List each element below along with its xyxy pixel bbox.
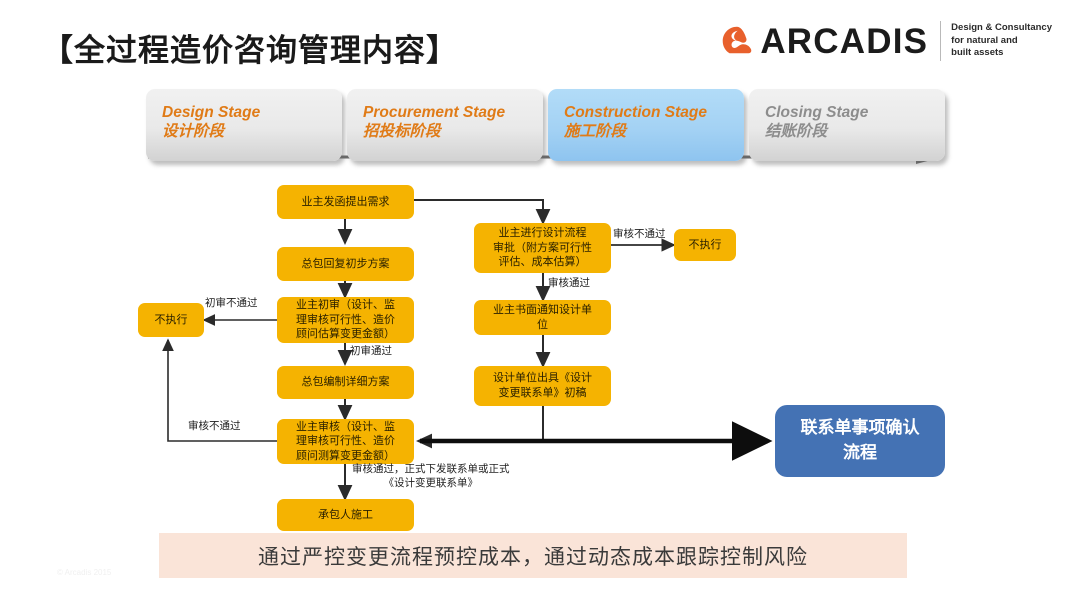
- flow-node-no-exec-right-label: 不执行: [688, 238, 722, 251]
- stage-tab-construction-en: Construction Stage: [564, 104, 707, 121]
- edge-label-first-review-fail: 初审不通过: [205, 297, 258, 309]
- flow-node-gc-initial-plan-label: 总包回复初步方案: [301, 257, 390, 270]
- stage-tab-closing-en: Closing Stage: [765, 104, 869, 121]
- stage-tab-procurement[interactable]: Procurement Stage 招投标阶段: [347, 89, 543, 161]
- tagline-line-3: built assets: [951, 47, 1004, 59]
- flow-node-owner-final-review[interactable]: 业主审核（设计、监 理审核可行性、造价 顾问测算变更金额）: [277, 419, 414, 464]
- flow-node-contractor-build[interactable]: 承包人施工: [277, 499, 414, 531]
- edge-label-first-review-pass: 初审通过: [350, 345, 392, 357]
- edge-label-final-review-fail: 审核不通过: [188, 420, 241, 432]
- arcadis-logo: ARCADIS Design & Consultancy for natural…: [720, 18, 1052, 64]
- stage-tab-closing-zh: 结账阶段: [765, 123, 828, 141]
- flow-node-designer-draft[interactable]: 设计单位出具《设计 变更联系单》初稿: [474, 366, 611, 406]
- tagline-line-1: Design & Consultancy: [951, 22, 1052, 34]
- flow-node-owner-design-approval[interactable]: 业主进行设计流程 审批（附方案可行性 评估、成本估算）: [474, 223, 611, 273]
- flow-node-no-exec-left-label: 不执行: [154, 313, 188, 326]
- flow-node-owner-first-review[interactable]: 业主初审（设计、监 理审核可行性、造价 顾问估算变更金额）: [277, 297, 414, 343]
- flow-node-contractor-build-label: 承包人施工: [318, 508, 373, 521]
- stage-tab-design-zh: 设计阶段: [162, 123, 225, 141]
- stage-tab-construction[interactable]: Construction Stage 施工阶段: [548, 89, 744, 161]
- flow-node-owner-first-review-label: 业主初审（设计、监 理审核可行性、造价 顾问估算变更金额）: [296, 299, 395, 341]
- page-title: 【全过程造价咨询管理内容】: [42, 33, 458, 68]
- arcadis-swirl-icon: [723, 26, 752, 54]
- logo-divider: [940, 21, 942, 61]
- flow-node-confirm-process-label: 联系单事项确认 流程: [800, 418, 920, 462]
- flow-node-gc-initial-plan[interactable]: 总包回复初步方案: [277, 247, 414, 281]
- edge-label-final-review-pass: 审核通过，正式下发联系单或正式 《设计变更联系单》: [352, 463, 510, 489]
- flow-node-owner-notify-designer[interactable]: 业主书面通知设计单 位: [474, 300, 611, 335]
- flow-node-owner-notify-designer-label: 业主书面通知设计单 位: [493, 303, 592, 331]
- flow-node-gc-detail-plan-label: 总包编制详细方案: [301, 376, 390, 389]
- stage-tab-design-en: Design Stage: [162, 104, 261, 121]
- stage-banner: Design Stage 设计阶段 Procurement Stage 招投标阶…: [146, 89, 946, 169]
- flow-node-no-exec-right[interactable]: 不执行: [674, 229, 736, 261]
- flow-node-gc-detail-plan[interactable]: 总包编制详细方案: [277, 366, 414, 399]
- footer-banner: 通过严控变更流程预控成本，通过动态成本跟踪控制风险: [159, 533, 907, 578]
- arcadis-wordmark: ARCADIS: [760, 21, 929, 61]
- stage-tab-construction-zh: 施工阶段: [564, 123, 627, 141]
- arcadis-tagline: Design & Consultancy for natural and bui…: [951, 22, 1052, 60]
- flow-node-owner-request[interactable]: 业主发函提出需求: [277, 185, 414, 219]
- tagline-line-2: for natural and: [951, 34, 1018, 46]
- edge-label-approval-fail: 审核不通过: [613, 228, 666, 240]
- stage-tab-closing[interactable]: Closing Stage 结账阶段: [749, 89, 945, 161]
- flow-node-no-exec-left[interactable]: 不执行: [138, 303, 204, 337]
- footer-banner-text: 通过严控变更流程预控成本，通过动态成本跟踪控制风险: [258, 544, 808, 569]
- stage-tab-design[interactable]: Design Stage 设计阶段: [146, 89, 342, 161]
- copyright-notice: © Arcadis 2015: [57, 568, 112, 577]
- flow-node-designer-draft-label: 设计单位出具《设计 变更联系单》初稿: [493, 372, 592, 399]
- stage-tab-procurement-zh: 招投标阶段: [363, 123, 441, 141]
- flow-node-owner-final-review-label: 业主审核（设计、监 理审核可行性、造价 顾问测算变更金额）: [296, 420, 395, 462]
- flow-node-owner-design-approval-label: 业主进行设计流程 审批（附方案可行性 评估、成本估算）: [493, 227, 592, 269]
- edge-label-approval-pass: 审核通过: [548, 277, 590, 289]
- stage-tab-procurement-en: Procurement Stage: [363, 104, 506, 121]
- flow-node-confirm-process[interactable]: 联系单事项确认 流程: [775, 405, 945, 477]
- flow-node-owner-request-label: 业主发函提出需求: [301, 195, 390, 208]
